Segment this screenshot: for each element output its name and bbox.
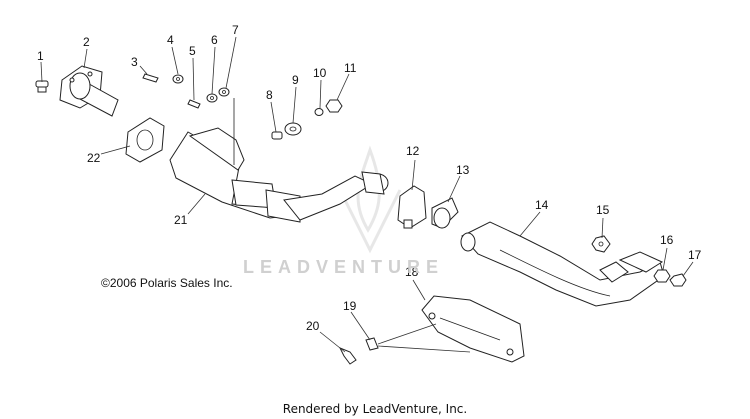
copyright-notice: ©2006 Polaris Sales Inc. bbox=[101, 276, 233, 290]
callout-12: 12 bbox=[406, 144, 420, 158]
part-10-washer bbox=[314, 108, 324, 116]
watermark-text: LEADVENTURE bbox=[243, 257, 445, 277]
callout-16: 16 bbox=[660, 233, 674, 247]
callout-2: 2 bbox=[83, 35, 90, 49]
part-5-screw bbox=[187, 99, 201, 109]
watermark-logo bbox=[338, 145, 402, 254]
part-15-washer bbox=[591, 235, 611, 253]
callout-5: 5 bbox=[189, 44, 196, 58]
callout-8: 8 bbox=[266, 88, 273, 102]
callout-9: 9 bbox=[292, 73, 299, 87]
part-20-screw bbox=[338, 347, 357, 365]
callout-13: 13 bbox=[456, 163, 470, 177]
part-9-grommet bbox=[284, 122, 302, 136]
part-13-seal bbox=[431, 197, 459, 229]
callout-3: 3 bbox=[131, 55, 138, 69]
callout-6: 6 bbox=[211, 33, 218, 47]
callout-19: 19 bbox=[343, 299, 357, 313]
part-17-nut bbox=[669, 273, 687, 287]
part-19-clip bbox=[365, 337, 379, 351]
callout-20: 20 bbox=[306, 319, 320, 333]
part-18-heat-shield bbox=[421, 295, 525, 363]
part-11-nut bbox=[325, 99, 343, 113]
footer-credit: Rendered by LeadVenture, Inc. bbox=[282, 402, 468, 416]
part-2-tailpipe bbox=[59, 65, 119, 117]
part-8-spacer bbox=[271, 131, 283, 140]
part-7-washer bbox=[218, 87, 230, 97]
callout-14: 14 bbox=[535, 198, 549, 212]
callout-17: 17 bbox=[688, 248, 702, 262]
callout-1: 1 bbox=[37, 49, 44, 63]
part-21-muffler bbox=[169, 98, 389, 223]
callout-22: 22 bbox=[87, 151, 101, 165]
part-4-washer bbox=[172, 74, 184, 84]
part-1-bolt bbox=[35, 80, 49, 93]
part-14-header-pipe bbox=[460, 221, 665, 307]
callout-4: 4 bbox=[167, 33, 174, 47]
callout-10: 10 bbox=[313, 66, 327, 80]
part-3-bolt bbox=[142, 73, 159, 83]
callout-7: 7 bbox=[232, 23, 239, 37]
leader-lines bbox=[40, 36, 694, 353]
part-22-gasket bbox=[125, 117, 165, 163]
callout-18: 18 bbox=[405, 265, 419, 279]
part-6-washer bbox=[206, 93, 218, 103]
callout-15: 15 bbox=[596, 203, 610, 217]
part-16-nut bbox=[653, 269, 671, 283]
callout-11: 11 bbox=[344, 61, 357, 75]
callout-21: 21 bbox=[174, 213, 188, 227]
part-12-clamp bbox=[397, 185, 427, 229]
